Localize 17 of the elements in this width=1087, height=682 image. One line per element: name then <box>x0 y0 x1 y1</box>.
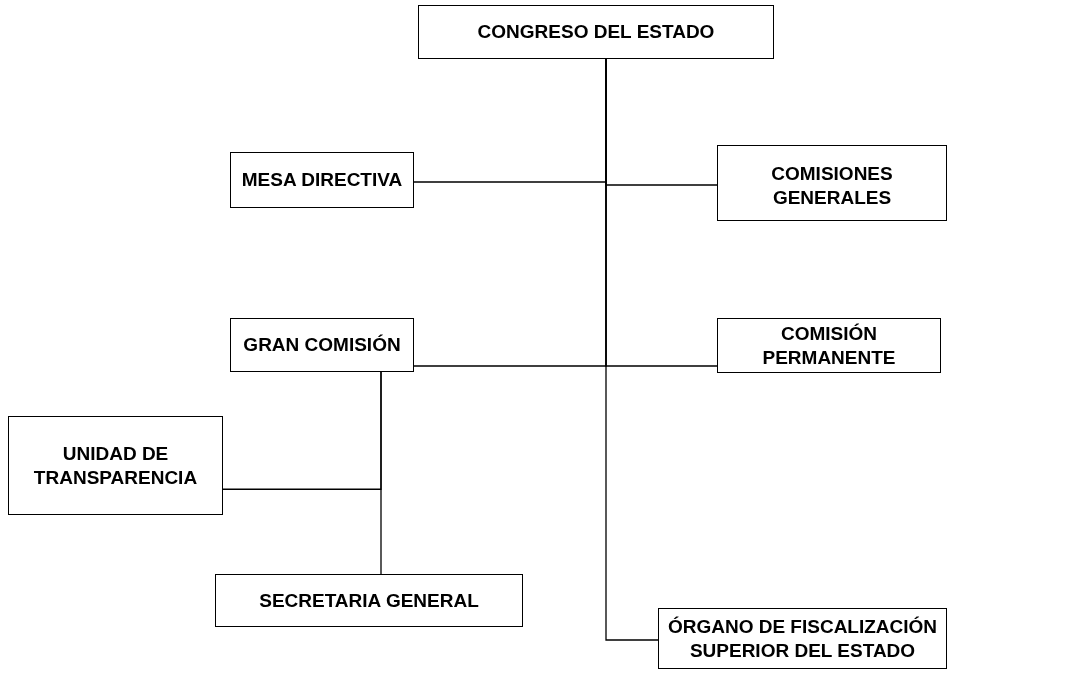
box-label: SECRETARIA GENERAL <box>259 588 479 613</box>
org-box <box>717 318 941 373</box>
connector-line <box>380 371 382 575</box>
box-label: COMISIONES GENERALES <box>770 162 894 210</box>
org-box <box>418 5 774 59</box>
box-label: COMISIÓN PERMANENTE <box>761 321 897 370</box>
box-label: UNIDAD DE TRANSPARENCIA <box>32 441 199 490</box>
box-label: GRAN COMISIÓN <box>243 333 401 357</box>
box-label: ÓRGANO DE FISCALIZACIÓN SUPERIOR DEL ESTADO <box>667 614 938 663</box>
org-box <box>215 574 523 627</box>
org-box <box>717 145 947 221</box>
org-box <box>230 318 414 372</box>
org-box <box>230 152 414 208</box>
box-label: MESA DIRECTIVA <box>241 168 403 192</box>
org-box <box>658 608 947 669</box>
box-label: CONGRESO DEL ESTADO <box>477 20 715 44</box>
org-box <box>8 416 223 515</box>
